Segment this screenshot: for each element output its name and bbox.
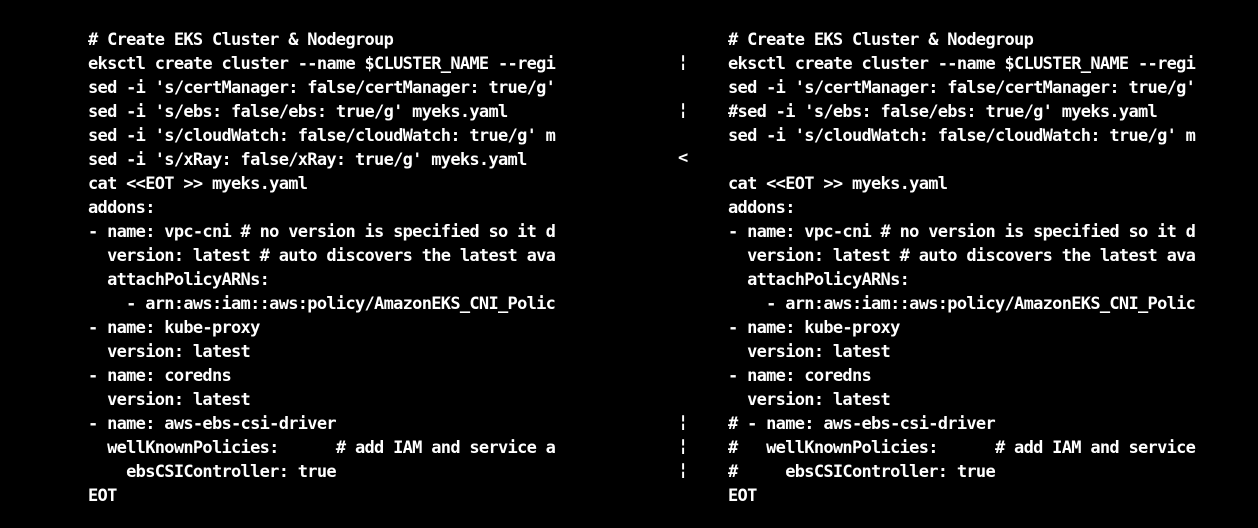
code-line: wellKnownPolicies: # add IAM and service… — [88, 438, 556, 458]
code-line: - arn:aws:iam::aws:policy/AmazonEKS_CNI_… — [728, 294, 1196, 314]
code-line: sed -i 's/cloudWatch: false/cloudWatch: … — [88, 126, 556, 146]
code-line: - name: vpc-cni # no version is specifie… — [728, 222, 1196, 242]
diff-right-pane: # Create EKS Cluster & Nodegroup eksctl c… — [728, 28, 1196, 508]
code-line: version: latest # auto discovers the lat… — [88, 246, 556, 266]
code-line — [728, 148, 1195, 172]
diff-gutter-marker: ¦ — [678, 100, 689, 120]
code-line: - name: aws-ebs-csi-driver — [88, 414, 337, 434]
code-line: cat <<EOT >> myeks.yaml — [728, 174, 948, 194]
diff-gutter-marker: ¦ — [678, 460, 689, 480]
diff-gutter-marker: ¦ — [678, 412, 689, 432]
code-line: - name: vpc-cni # no version is specifie… — [88, 222, 556, 242]
code-line: - name: coredns — [728, 366, 872, 386]
diff-gutter-marker: < — [678, 148, 689, 168]
code-line: sed -i 's/ebs: false/ebs: true/g' myeks.… — [88, 102, 508, 122]
code-line: ebsCSIController: true — [88, 462, 336, 482]
code-line: # - name: aws-ebs-csi-driver — [728, 414, 996, 434]
code-line: version: latest # auto discovers the lat… — [728, 246, 1196, 266]
code-line: - name: kube-proxy — [728, 318, 900, 338]
code-line: attachPolicyARNs: — [88, 270, 270, 290]
code-line: sed -i 's/certManager: false/certManager… — [88, 78, 556, 98]
code-line: sed -i 's/certManager: false/certManager… — [728, 78, 1196, 98]
code-line: version: latest — [88, 342, 251, 362]
code-line: # Create EKS Cluster & Nodegroup — [728, 30, 1034, 50]
code-line: cat <<EOT >> myeks.yaml — [88, 174, 308, 194]
code-line: eksctl create cluster --name $CLUSTER_NA… — [728, 54, 1196, 74]
code-line: version: latest — [728, 342, 891, 362]
code-line: # wellKnownPolicies: # add IAM and servi… — [728, 438, 1196, 458]
code-line: # Create EKS Cluster & Nodegroup — [88, 30, 394, 50]
code-line: attachPolicyARNs: — [728, 270, 910, 290]
diff-gutter-marker: ¦ — [678, 436, 689, 456]
code-line: #sed -i 's/ebs: false/ebs: true/g' myeks… — [728, 102, 1158, 122]
code-line: version: latest — [88, 390, 251, 410]
diff-left-pane: # Create EKS Cluster & Nodegroup eksctl c… — [88, 28, 688, 508]
code-line: sed -i 's/xRay: false/xRay: true/g' myek… — [88, 150, 527, 170]
code-line: eksctl create cluster --name $CLUSTER_NA… — [88, 54, 556, 74]
code-line: addons: — [728, 198, 795, 218]
code-line: - arn:aws:iam::aws:policy/AmazonEKS_CNI_… — [88, 294, 556, 314]
code-line: EOT — [88, 486, 117, 506]
code-line: sed -i 's/cloudWatch: false/cloudWatch: … — [728, 126, 1196, 146]
code-line: version: latest — [728, 390, 891, 410]
diff-gutter-marker: ¦ — [678, 52, 689, 72]
code-line: - name: coredns — [88, 366, 232, 386]
code-line: # ebsCSIController: true — [728, 462, 996, 482]
code-line: addons: — [88, 198, 155, 218]
code-line: EOT — [728, 486, 757, 506]
code-line: - name: kube-proxy — [88, 318, 260, 338]
